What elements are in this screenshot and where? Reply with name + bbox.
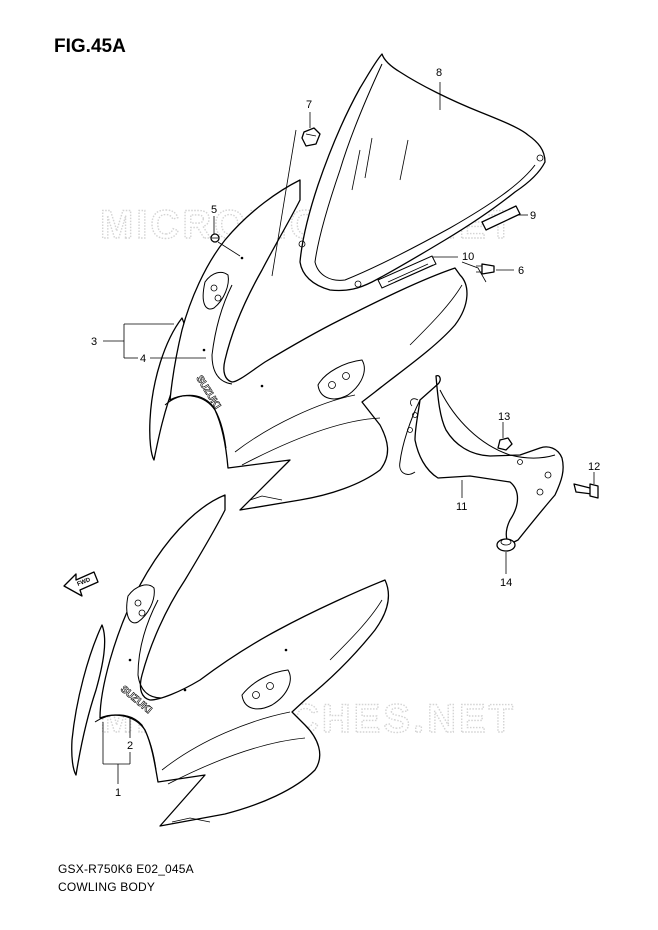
windscreen-shape bbox=[299, 53, 546, 292]
windscreen-reflection bbox=[364, 137, 373, 179]
upper-cowl-body bbox=[169, 179, 468, 511]
bracket-main bbox=[414, 374, 564, 545]
cowl-crease bbox=[234, 394, 356, 453]
windscreen-screw-hole bbox=[536, 154, 544, 162]
fwd-arrow-icon: FWD bbox=[63, 571, 99, 597]
windscreen-inner-edge bbox=[314, 63, 536, 281]
windscreen-screw-hole bbox=[354, 280, 362, 288]
callout-4: 4 bbox=[140, 353, 146, 365]
lower-cowling-assembly: SUZUKI bbox=[71, 494, 389, 827]
bracket-edge bbox=[439, 389, 556, 459]
screw-hole bbox=[240, 256, 244, 260]
callout-6: 6 bbox=[518, 265, 524, 277]
lower-cowl-crease bbox=[167, 737, 306, 785]
callout-3: 3 bbox=[91, 336, 97, 348]
callout-13: 13 bbox=[498, 411, 510, 423]
lower-cowl-crease bbox=[171, 817, 211, 823]
bracket-arm bbox=[399, 399, 421, 475]
lower-cowl-crease bbox=[329, 599, 383, 661]
grommet-14 bbox=[496, 538, 516, 552]
lower-cowl-body bbox=[99, 494, 389, 827]
callout-14: 14 bbox=[500, 577, 512, 589]
duct-hole bbox=[328, 381, 336, 389]
callout-5: 5 bbox=[211, 204, 217, 216]
windscreen-screw-hole bbox=[298, 240, 306, 248]
cowl-crease bbox=[249, 495, 283, 501]
nut-7 bbox=[301, 127, 321, 147]
air-duct-right bbox=[317, 359, 365, 400]
windscreen-reflection bbox=[351, 149, 361, 191]
windscreen bbox=[298, 53, 546, 292]
headlight-opening bbox=[164, 394, 227, 449]
bracket-hole bbox=[544, 471, 552, 479]
cowling-bracket bbox=[399, 374, 564, 545]
bolt-13 bbox=[497, 437, 513, 451]
figure-title: FIG.45A bbox=[54, 36, 126, 57]
screw-5 bbox=[210, 233, 220, 243]
callout-8: 8 bbox=[436, 67, 442, 79]
figure-code: GSX-R750K6 E02_045A bbox=[58, 862, 194, 876]
bolt-12 bbox=[573, 483, 599, 499]
bracket-hole bbox=[410, 398, 419, 407]
bracket-hole bbox=[536, 488, 544, 496]
callout-11: 11 bbox=[456, 501, 467, 513]
upper-cowl-inner-rim bbox=[211, 284, 233, 385]
screw-hole bbox=[183, 688, 187, 692]
bracket-hole bbox=[517, 459, 523, 465]
screw-hole bbox=[260, 384, 264, 388]
screw-hole bbox=[284, 648, 288, 652]
duct-hole bbox=[214, 294, 222, 302]
leader-lines bbox=[102, 82, 595, 784]
callout-12: 12 bbox=[588, 461, 600, 473]
duct-hole bbox=[134, 599, 142, 607]
bracket-hole bbox=[412, 412, 418, 418]
callout-7: 7 bbox=[306, 99, 312, 111]
screw-hole bbox=[128, 658, 132, 662]
figure-name: COWLING BODY bbox=[58, 880, 156, 894]
lower-cowl-crease bbox=[161, 711, 291, 771]
windscreen-reflection bbox=[399, 139, 409, 181]
cowl-crease bbox=[241, 417, 381, 466]
lower-air-duct-right bbox=[241, 669, 291, 710]
callout-2: 2 bbox=[127, 740, 133, 752]
screw-6 bbox=[476, 263, 495, 275]
rubber-strip-10-hatch bbox=[387, 263, 434, 283]
lower-cowl-headlight-opening bbox=[94, 714, 157, 771]
duct-hole bbox=[252, 691, 260, 699]
callout-1: 1 bbox=[115, 787, 121, 799]
callout-9: 9 bbox=[530, 210, 536, 222]
screw-hole bbox=[202, 348, 206, 352]
lower-cowl-inner-rim bbox=[137, 599, 163, 699]
callout-10: 10 bbox=[462, 251, 474, 263]
cowl-crease bbox=[409, 284, 463, 346]
svg-text:FWD: FWD bbox=[77, 577, 93, 588]
duct-hole bbox=[210, 284, 218, 292]
duct-hole bbox=[138, 609, 146, 617]
foam-strip-9 bbox=[481, 205, 521, 231]
upper-cowling-assembly: SUZUKI bbox=[149, 179, 468, 511]
lower-cowl-left-edge bbox=[71, 624, 106, 776]
bracket-hole bbox=[407, 427, 413, 433]
duct-hole bbox=[342, 372, 350, 380]
duct-hole bbox=[266, 682, 274, 690]
